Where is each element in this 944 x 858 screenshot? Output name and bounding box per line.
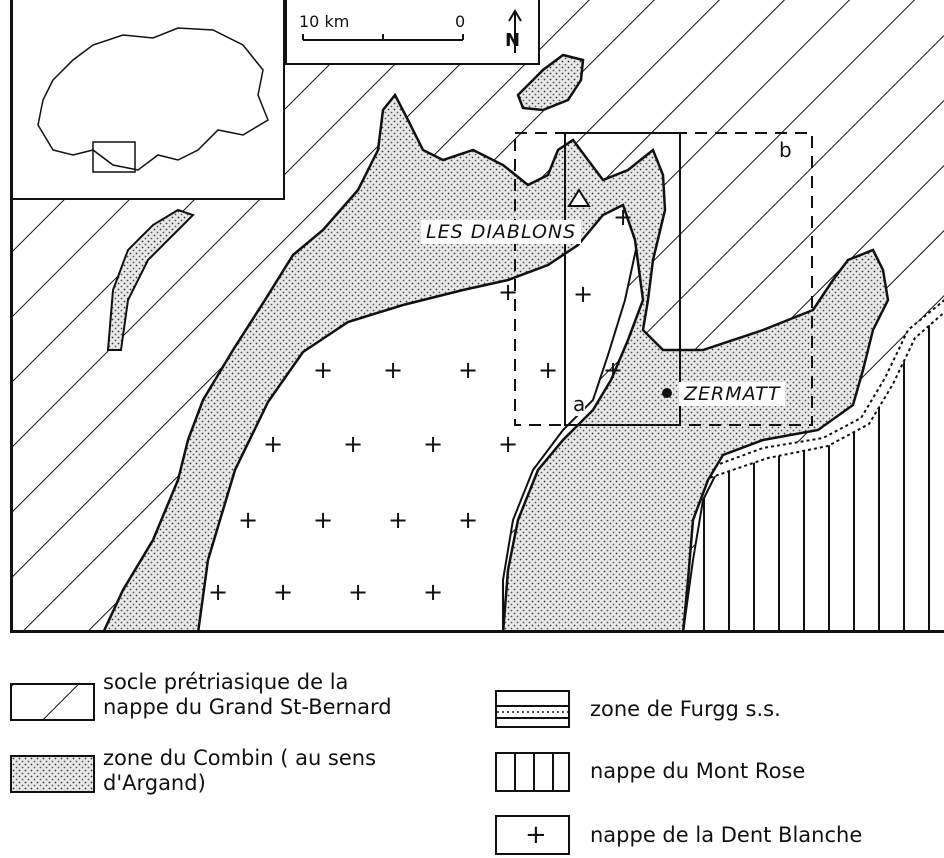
- svg-text:+: +: [458, 356, 478, 384]
- svg-text:+: +: [498, 278, 518, 306]
- svg-text:+: +: [603, 356, 623, 384]
- north-arrow-icon: [508, 9, 522, 53]
- plus-symbol-icon: +: [525, 820, 547, 850]
- scale-distance-label: 10 km: [299, 12, 350, 31]
- svg-text:+: +: [348, 578, 368, 606]
- profile-box-solid: [564, 132, 681, 426]
- legend-label: zone de Furgg s.s.: [590, 697, 781, 721]
- scale-bar: 10 km 0 N: [285, 0, 540, 65]
- geologic-map: + + + + + + + + + + + + + + + + + + + + 10 km 0: [10, 0, 944, 633]
- legend-swatch-stipple: [10, 755, 95, 793]
- unit-combin: [103, 92, 890, 630]
- label-zermatt: ZERMATT: [679, 382, 786, 406]
- inset-map: [13, 0, 285, 200]
- svg-text:+: +: [208, 578, 228, 606]
- zermatt-point: [662, 388, 672, 398]
- svg-text:+: +: [238, 506, 258, 534]
- legend-label: nappe du Mont Rose: [590, 759, 806, 783]
- legend-swatch-plus: +: [495, 815, 570, 855]
- svg-text:+: +: [423, 578, 443, 606]
- svg-text:+: +: [458, 506, 478, 534]
- unit-combin-west-sliver: [106, 208, 195, 351]
- legend-swatch-vertical-hatch: [495, 752, 570, 792]
- scale-line: [302, 34, 464, 41]
- svg-text:+: +: [423, 430, 443, 458]
- legend-swatch-furgg-band: [495, 690, 570, 728]
- les-diablons-summit-icon: [567, 188, 591, 207]
- svg-text:+: +: [388, 506, 408, 534]
- dent-blanche-symbols: + + + + + + + + + + + + + + + + + + + +: [208, 203, 633, 606]
- svg-text:+: +: [313, 506, 333, 534]
- svg-text:+: +: [263, 430, 283, 458]
- unit-furgg: [701, 299, 944, 480]
- north-label: N: [505, 30, 521, 51]
- label-les-diablons: LES DIABLONS: [421, 220, 582, 244]
- legend-label: zone du Combin ( au sens d'Argand): [103, 746, 377, 795]
- switzerland-outline: [37, 27, 269, 173]
- svg-text:+: +: [313, 356, 333, 384]
- svg-text:+: +: [538, 356, 558, 384]
- svg-text:+: +: [273, 578, 293, 606]
- unit-combin-north-lobe: [516, 53, 585, 112]
- svg-text:+: +: [613, 203, 633, 231]
- legend-label: socle prétriasique de la nappe du Grand …: [103, 670, 392, 719]
- svg-text:+: +: [573, 280, 593, 308]
- profile-point-b: b: [779, 138, 792, 162]
- profile-point-a: a: [573, 392, 586, 416]
- inset-location-box: [92, 141, 136, 173]
- map-canvas: + + + + + + + + + + + + + + + + + + + +: [13, 0, 944, 630]
- svg-text:+: +: [498, 430, 518, 458]
- legend-label: nappe de la Dent Blanche: [590, 823, 863, 847]
- svg-text:+: +: [383, 356, 403, 384]
- legend-swatch-diagonal-hatch: [10, 683, 95, 721]
- svg-text:+: +: [343, 430, 363, 458]
- scale-zero-label: 0: [455, 12, 466, 31]
